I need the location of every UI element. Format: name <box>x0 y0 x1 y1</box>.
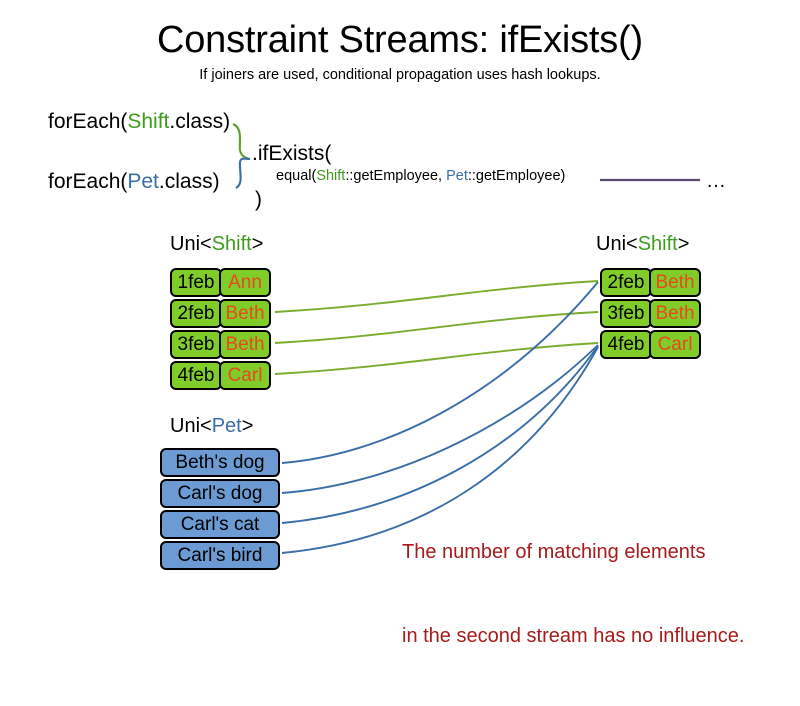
caption-left-shift-prefix: Uni< <box>170 233 212 255</box>
code-foreach-shift-type: Shift <box>127 110 170 133</box>
caption-right-shift-suffix: > <box>677 233 690 255</box>
shift-date-cell: 2feb <box>600 268 652 297</box>
table-row[interactable]: 2feb Beth <box>170 299 271 328</box>
code-foreach-pet-type: Pet <box>127 170 159 193</box>
left-shift-stream: 1feb Ann 2feb Beth 3feb Beth 4feb Carl <box>170 268 271 392</box>
code-line-foreach-pet: forEach(Pet.class) <box>48 170 220 194</box>
shift-date-cell: 3feb <box>170 330 222 359</box>
caption-right-shift-prefix: Uni< <box>596 233 638 255</box>
brace-green-branch <box>232 123 251 161</box>
pet-label-cell: Carl's dog <box>160 479 280 508</box>
page-subtitle: If joiners are used, conditional propaga… <box>199 67 601 83</box>
shift-name-cell: Beth <box>219 299 271 328</box>
shift-name-cell: Beth <box>649 299 701 328</box>
code-line-close-paren: ) <box>255 188 262 211</box>
annotation-line-2: in the second stream has no influence. <box>402 625 745 647</box>
code-foreach-shift-prefix: forEach( <box>48 110 128 133</box>
list-item[interactable]: Carl's cat <box>160 510 280 539</box>
shift-date-cell: 2feb <box>170 299 222 328</box>
shift-date-cell: 1feb <box>170 268 222 297</box>
left-pet-stream: Beth's dog Carl's dog Carl's cat Carl's … <box>160 448 280 572</box>
shift-name-cell: Beth <box>219 330 271 359</box>
pet-label-cell: Carl's cat <box>160 510 280 539</box>
code-equal-pet-type: Pet <box>446 168 468 184</box>
annotation-line-1: The number of matching elements <box>402 541 706 563</box>
table-row[interactable]: 3feb Beth <box>170 330 271 359</box>
code-foreach-pet-prefix: forEach( <box>48 170 128 193</box>
code-equal-shift-method: ::getEmployee, <box>345 168 447 184</box>
code-equal-pet-method: ::getEmployee) <box>467 168 566 184</box>
link-pet-beths-dog <box>281 281 599 464</box>
caption-left-pet-type: Pet <box>211 415 242 437</box>
code-equal-prefix: equal( <box>276 168 317 184</box>
shift-date-cell: 3feb <box>600 299 652 328</box>
right-shift-stream: 2feb Beth 3feb Beth 4feb Carl <box>600 268 701 361</box>
caption-left-pet-stream: Uni<Pet> <box>170 414 253 438</box>
shift-date-cell: 4feb <box>170 361 222 390</box>
annotation-note: The number of matching elements in the s… <box>402 482 744 706</box>
table-row[interactable]: 1feb Ann <box>170 268 271 297</box>
table-row[interactable]: 4feb Carl <box>600 330 701 359</box>
shift-date-cell: 4feb <box>600 330 652 359</box>
shift-name-cell: Carl <box>219 361 271 390</box>
caption-left-pet-prefix: Uni< <box>170 415 212 437</box>
pet-label-cell: Carl's bird <box>160 541 280 570</box>
link-shift-2feb <box>274 280 599 313</box>
shift-name-cell: Ann <box>219 268 271 297</box>
slide-canvas: Constraint Streams: ifExists() If joiner… <box>48 19 744 647</box>
list-item[interactable]: Carl's dog <box>160 479 280 508</box>
link-pet-carls-dog <box>281 344 599 494</box>
code-line-ifexists: .ifExists( <box>252 142 332 165</box>
shift-name-cell: Carl <box>649 330 701 359</box>
link-shift-4feb <box>274 342 599 375</box>
link-shift-3feb <box>274 311 599 344</box>
code-ellipsis: … <box>706 170 726 192</box>
caption-left-shift-stream: Uni<Shift> <box>170 232 263 256</box>
code-line-equal: equal(Shift::getEmployee, Pet::getEmploy… <box>276 168 565 185</box>
caption-left-shift-type: Shift <box>211 233 252 255</box>
code-foreach-shift-suffix: .class) <box>169 110 231 133</box>
code-line-foreach-shift: forEach(Shift.class) <box>48 110 230 134</box>
table-row[interactable]: 3feb Beth <box>600 299 701 328</box>
caption-left-shift-suffix: > <box>251 233 264 255</box>
caption-right-shift-stream: Uni<Shift> <box>596 232 689 256</box>
shift-name-cell: Beth <box>649 268 701 297</box>
brace-blue-branch <box>235 157 251 189</box>
table-row[interactable]: 2feb Beth <box>600 268 701 297</box>
caption-right-shift-type: Shift <box>637 233 678 255</box>
page-title: Constraint Streams: ifExists() <box>157 19 643 61</box>
list-item[interactable]: Carl's bird <box>160 541 280 570</box>
code-equal-shift-type: Shift <box>316 168 346 184</box>
list-item[interactable]: Beth's dog <box>160 448 280 477</box>
code-foreach-pet-suffix: .class) <box>158 170 220 193</box>
table-row[interactable]: 4feb Carl <box>170 361 271 390</box>
caption-left-pet-suffix: > <box>241 415 254 437</box>
pet-label-cell: Beth's dog <box>160 448 280 477</box>
